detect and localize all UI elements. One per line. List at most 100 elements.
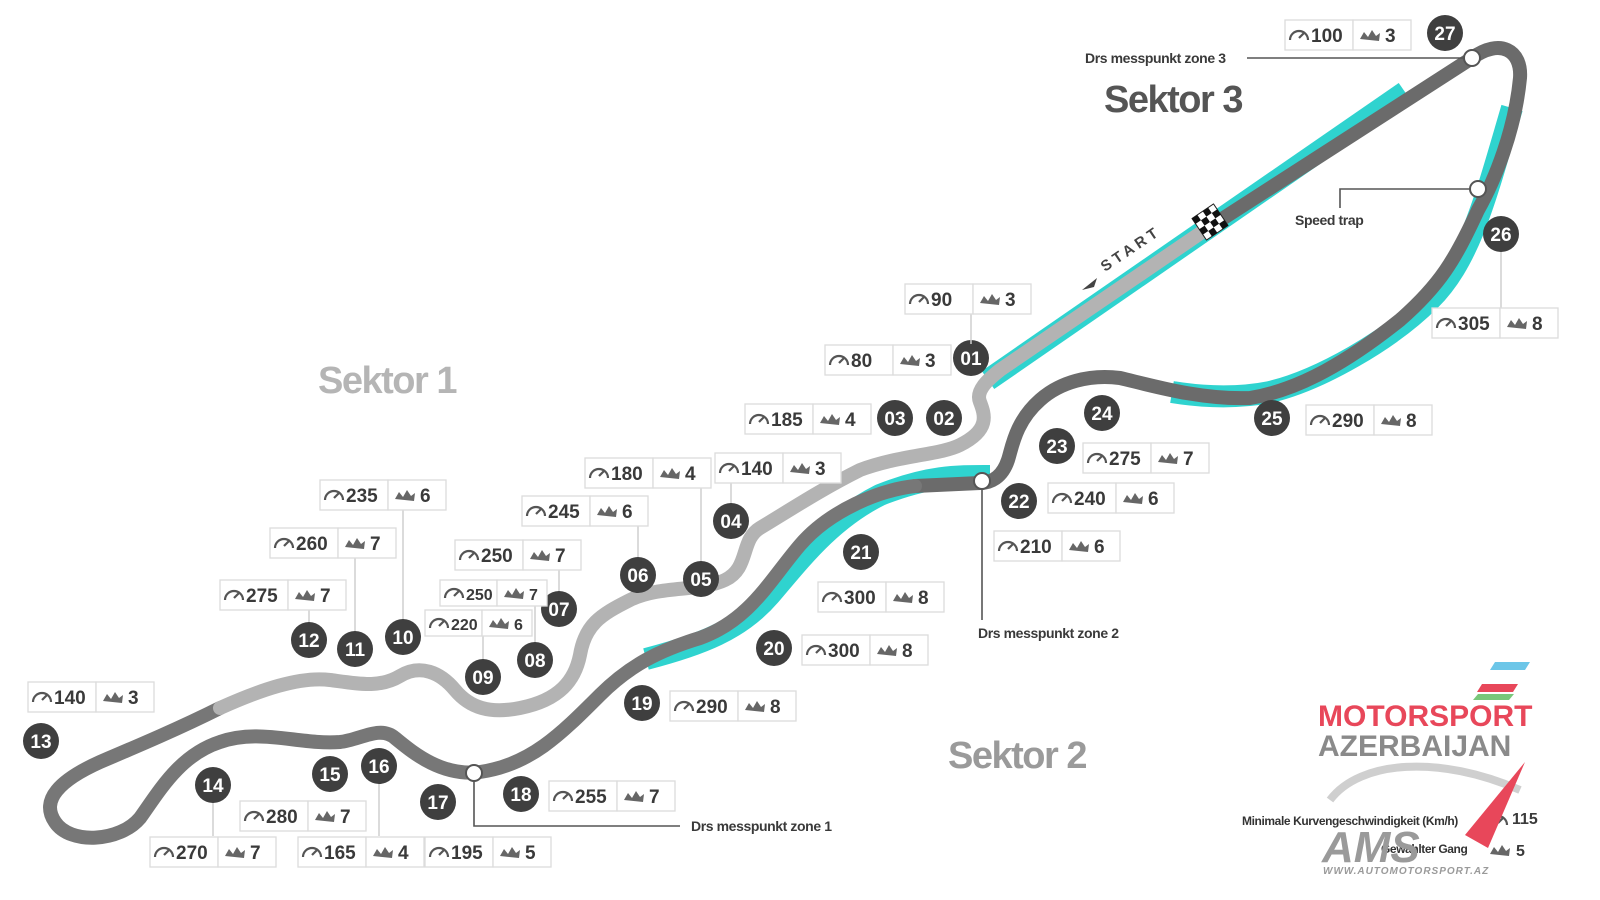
turn-info-box: 300 8 [817,581,945,613]
turn-number-badge: 04 [713,503,749,539]
turn-number: 13 [30,732,51,753]
turn-gear: 3 [925,351,936,372]
turn-number: 04 [720,512,742,533]
turn-gear: 8 [902,641,913,662]
turn-09: 220 6 09 [424,609,533,695]
turn-min-speed: 280 [266,807,298,828]
turn-02: 90 3 02 [904,283,1032,436]
turn-min-speed: 100 [1311,26,1343,47]
turn-gear: 8 [918,588,929,609]
turn-min-speed: 140 [741,459,773,480]
turn-gear: 8 [770,697,781,718]
turn-min-speed: 250 [481,546,513,567]
start-arrow-icon [1082,278,1097,290]
turn-min-speed: 235 [346,486,378,507]
turn-number-badge: 11 [337,631,373,667]
logo-azerbaijan: AZERBAIJAN [1318,730,1511,763]
turn-number: 16 [368,757,389,778]
turn-number: 25 [1261,409,1283,430]
turn-number-badge: 13 [23,723,59,759]
sektor-1-label: Sektor 1 [318,360,457,402]
turn-number-badge: 07 [541,591,577,627]
turn-min-speed: 290 [696,697,728,718]
turn-min-speed: 220 [451,617,478,634]
turn-number-badge: 22 [1001,483,1037,519]
turn-gear: 7 [649,787,660,808]
turn-number-badge: 10 [385,619,421,655]
logo-url: WWW.AUTOMOTORSPORT.AZ [1323,866,1489,877]
legend: Minimale Kurvengeschwindigkeit (Km/h) 11… [1242,811,1538,860]
legend-gear-label: Gewählter Gang [1381,842,1467,856]
turn-gear: 3 [1385,26,1396,47]
measurement-points [465,49,1487,782]
turn-number: 07 [548,600,569,621]
turn-number: 17 [427,793,448,814]
turn-info-box: 220 6 [424,609,533,637]
turn-min-speed: 300 [844,588,876,609]
turn-number: 19 [631,694,652,715]
turn-number-badge: 19 [624,685,660,721]
turn-gear: 6 [622,502,633,523]
turn-number-badge: 09 [465,659,501,695]
turn-number-badge: 25 [1254,400,1290,436]
turn-min-speed: 90 [931,290,952,311]
turn-number: 23 [1046,437,1067,458]
turn-number-badge: 23 [1039,428,1075,464]
turn-min-speed: 260 [296,534,328,555]
logo-ams: AMS [1321,823,1420,872]
turn-gear: 7 [1183,449,1194,470]
turn-min-speed: 305 [1458,314,1490,335]
turn-number: 21 [850,543,872,564]
turn-number: 03 [884,409,905,430]
turn-number: 22 [1008,492,1029,513]
turn-gear: 8 [1532,314,1543,335]
turn-gear: 7 [529,587,538,604]
turn-gear: 6 [514,617,523,634]
turn-gear: 6 [1148,489,1159,510]
turn-min-speed: 290 [1332,411,1364,432]
logo-motorsport: MOTORSPORT [1318,700,1532,733]
turn-number: 02 [933,409,954,430]
turn-info-box: 280 7 [239,800,367,832]
motorsport-azerbaijan-logo: MOTORSPORT AZERBAIJAN AMS WWW.AUTOMOTORS… [1318,662,1532,877]
turn-number: 14 [202,776,224,797]
turn-gear: 5 [525,843,536,864]
turn-number-badge: 14 [195,767,231,803]
turn-min-speed: 165 [324,843,356,864]
turn-gear: 7 [340,807,351,828]
turn-min-speed: 180 [611,464,643,485]
turn-min-speed: 210 [1020,537,1052,558]
turn-min-speed: 195 [451,843,483,864]
checkered-flag-icon [1191,203,1229,241]
turn-gear: 4 [685,464,696,485]
turn-min-speed: 140 [54,688,86,709]
turn-number: 18 [510,785,531,806]
turn-number-badge: 02 [926,400,962,436]
turn-number-badge: 26 [1483,216,1519,252]
turn-min-speed: 275 [1109,449,1141,470]
